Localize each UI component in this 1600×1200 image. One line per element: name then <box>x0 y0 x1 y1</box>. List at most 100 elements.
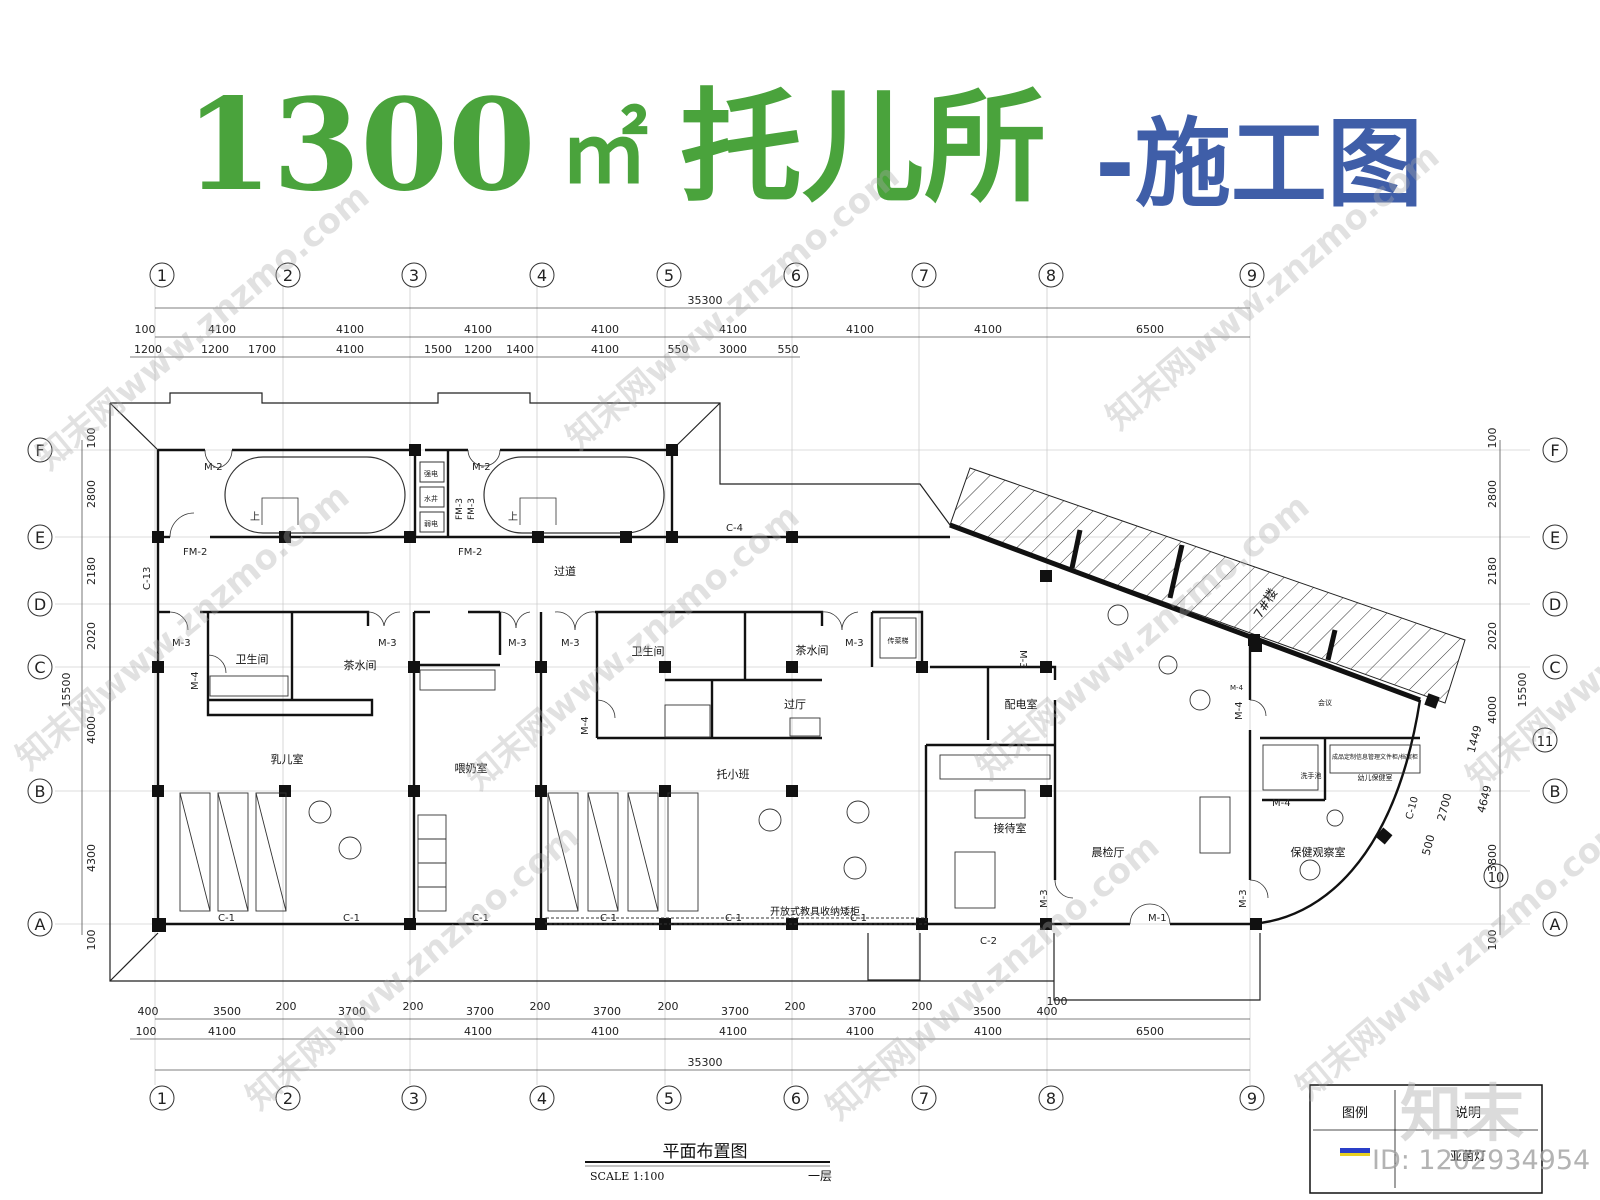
dim-left-4: 4000 <box>85 716 98 744</box>
row-label-right-A: A <box>1550 915 1561 934</box>
room-handwash: 洗手池 <box>1301 771 1322 780</box>
door-tag-17: M-3 <box>1039 889 1050 908</box>
room-reception: 接待室 <box>994 821 1027 835</box>
row-label-C: C <box>34 658 45 677</box>
stair-up-1: 上 <box>250 511 260 523</box>
door-tag-18: M-3 <box>1238 889 1249 908</box>
stair-7-hatch: 7#楼 <box>949 467 1466 704</box>
door-tag-2: FM-2 <box>183 547 207 558</box>
dim-bottom-r2-7: 4100 <box>974 1025 1002 1038</box>
legend-item-1: 亚菌灯 <box>1450 1149 1486 1163</box>
room-hall: 过厅 <box>784 698 806 711</box>
door-tag-8: M-3 <box>508 638 527 649</box>
shaft-power: 强电 <box>424 469 438 478</box>
stairwells: 上 上 <box>224 456 665 534</box>
shaft-water: 水井 <box>424 494 438 503</box>
door-swings <box>169 449 1269 925</box>
axis-label-2: 2 <box>283 266 293 285</box>
door-tag-10: M-3 <box>845 638 864 649</box>
door-tag-21: C-1 <box>343 913 360 924</box>
dim-top-overall: 35300 <box>688 294 723 307</box>
axis-label-7: 7 <box>919 266 929 285</box>
dim-top-r2-2: 1700 <box>248 343 276 356</box>
dim-top-r1-2: 4100 <box>336 323 364 336</box>
dim-top-r2-5: 1200 <box>464 343 492 356</box>
row-label-right-C: C <box>1549 658 1560 677</box>
door-tag-13: M-4 <box>580 716 591 735</box>
room-feeding: 喂奶室 <box>455 761 488 775</box>
door-tag-20: C-1 <box>218 913 235 924</box>
door-tag-23: C-1 <box>600 913 617 924</box>
dim-bottom-r1-4: 200 <box>403 1000 424 1013</box>
axis-label-bottom-3: 3 <box>409 1089 419 1108</box>
dim-bottom-r2-8: 6500 <box>1136 1025 1164 1038</box>
dim-diag-3: 500 <box>1420 833 1438 857</box>
dim-left-0: 100 <box>85 428 98 449</box>
axis-bubbles-top <box>149 262 1265 288</box>
image-id: ID: 1202934954 <box>1372 1145 1591 1176</box>
dim-right-1: 2800 <box>1486 480 1499 508</box>
door-tag-1: M-2 <box>472 462 491 473</box>
stair-up-2: 上 <box>508 511 518 523</box>
dim-top-r2-6: 1400 <box>506 343 534 356</box>
dim-right-overall: 15500 <box>1516 673 1529 708</box>
dim-top-r2-3: 4100 <box>336 343 364 356</box>
room-health: 保健观察室 <box>1291 845 1346 859</box>
dim-bottom-r1-8: 200 <box>658 1000 679 1013</box>
door-tag-22: C-1 <box>472 913 489 924</box>
dim-bottom-r1-7: 3700 <box>593 1005 621 1018</box>
title-name: 托儿所 <box>680 77 1046 219</box>
room-elevator: 传菜梯 <box>888 636 909 645</box>
room-filecab: 成品定制信息管理文件柜/档案柜 <box>1332 753 1418 761</box>
title-area: 1300 <box>185 71 536 219</box>
room-power: 配电室 <box>1005 697 1038 711</box>
dim-top-r2-10: 550 <box>778 343 799 356</box>
dim-bottom-r1-5: 3700 <box>466 1005 494 1018</box>
dim-top-r1-4: 4100 <box>591 323 619 336</box>
dim-bottom-r1-9: 3700 <box>721 1005 749 1018</box>
room-corridor: 过道 <box>554 564 576 578</box>
door-tag-5: C-13 <box>142 567 153 590</box>
title-unit: ㎡ <box>560 100 649 203</box>
plan-scale: SCALE 1:100 <box>590 1170 664 1183</box>
shaft-weak: 弱电 <box>424 519 438 528</box>
dim-bottom-r1-12: 200 <box>912 1000 933 1013</box>
dim-left-2: 2180 <box>85 557 98 585</box>
room-tea1: 茶水间 <box>344 659 377 672</box>
dim-top-r2-7: 4100 <box>591 343 619 356</box>
dim-bottom-r1-1: 3500 <box>213 1005 241 1018</box>
axis-label-5: 5 <box>664 266 674 285</box>
dim-diag-2: 4649 <box>1475 784 1495 814</box>
dim-left-3: 2020 <box>85 622 98 650</box>
plan-title-block: 平面布置图 SCALE 1:100 一层 <box>585 1142 832 1183</box>
axis-label-bottom-1: 1 <box>157 1089 167 1108</box>
room-toddler: 托小班 <box>717 767 750 781</box>
drawing-title: 1300 ㎡ 托儿所 -施工图 <box>0 70 1600 230</box>
room-tea2: 茶水间 <box>796 644 829 657</box>
axis-label-8: 8 <box>1046 266 1056 285</box>
dim-top-r1-8: 6500 <box>1136 323 1164 336</box>
axis-label-1: 1 <box>157 266 167 285</box>
dim-bottom-r2-0: 100 <box>136 1025 157 1038</box>
columns <box>152 444 1440 932</box>
dim-diag-1: 2700 <box>1435 792 1455 822</box>
door-tag-19: M-1 <box>1148 913 1167 924</box>
axis-label-bottom-7: 7 <box>919 1089 929 1108</box>
dim-bottom-r1-10: 200 <box>785 1000 806 1013</box>
axis-label-3: 3 <box>409 266 419 285</box>
door-tag-14: M-4 <box>1234 701 1245 720</box>
dim-top-r1-0: 100 <box>135 323 156 336</box>
door-tag-12: M-4 <box>190 671 201 690</box>
shafts: 强电 水井 弱电 <box>419 461 445 533</box>
dim-right-4: 4000 <box>1486 696 1499 724</box>
dim-bottom-r1-2: 200 <box>276 1000 297 1013</box>
axis-label-6: 6 <box>791 266 801 285</box>
legend-header-2: 说明 <box>1455 1106 1481 1121</box>
row-label-A: A <box>35 915 46 934</box>
legend-table: 图例 说明 亚菌灯 <box>1309 1084 1543 1194</box>
door-tag-11: M-3 <box>1017 650 1028 669</box>
legend-header-1: 图例 <box>1342 1106 1368 1121</box>
roof-outline <box>109 392 1261 1001</box>
row-label-right-E: E <box>1550 528 1560 547</box>
